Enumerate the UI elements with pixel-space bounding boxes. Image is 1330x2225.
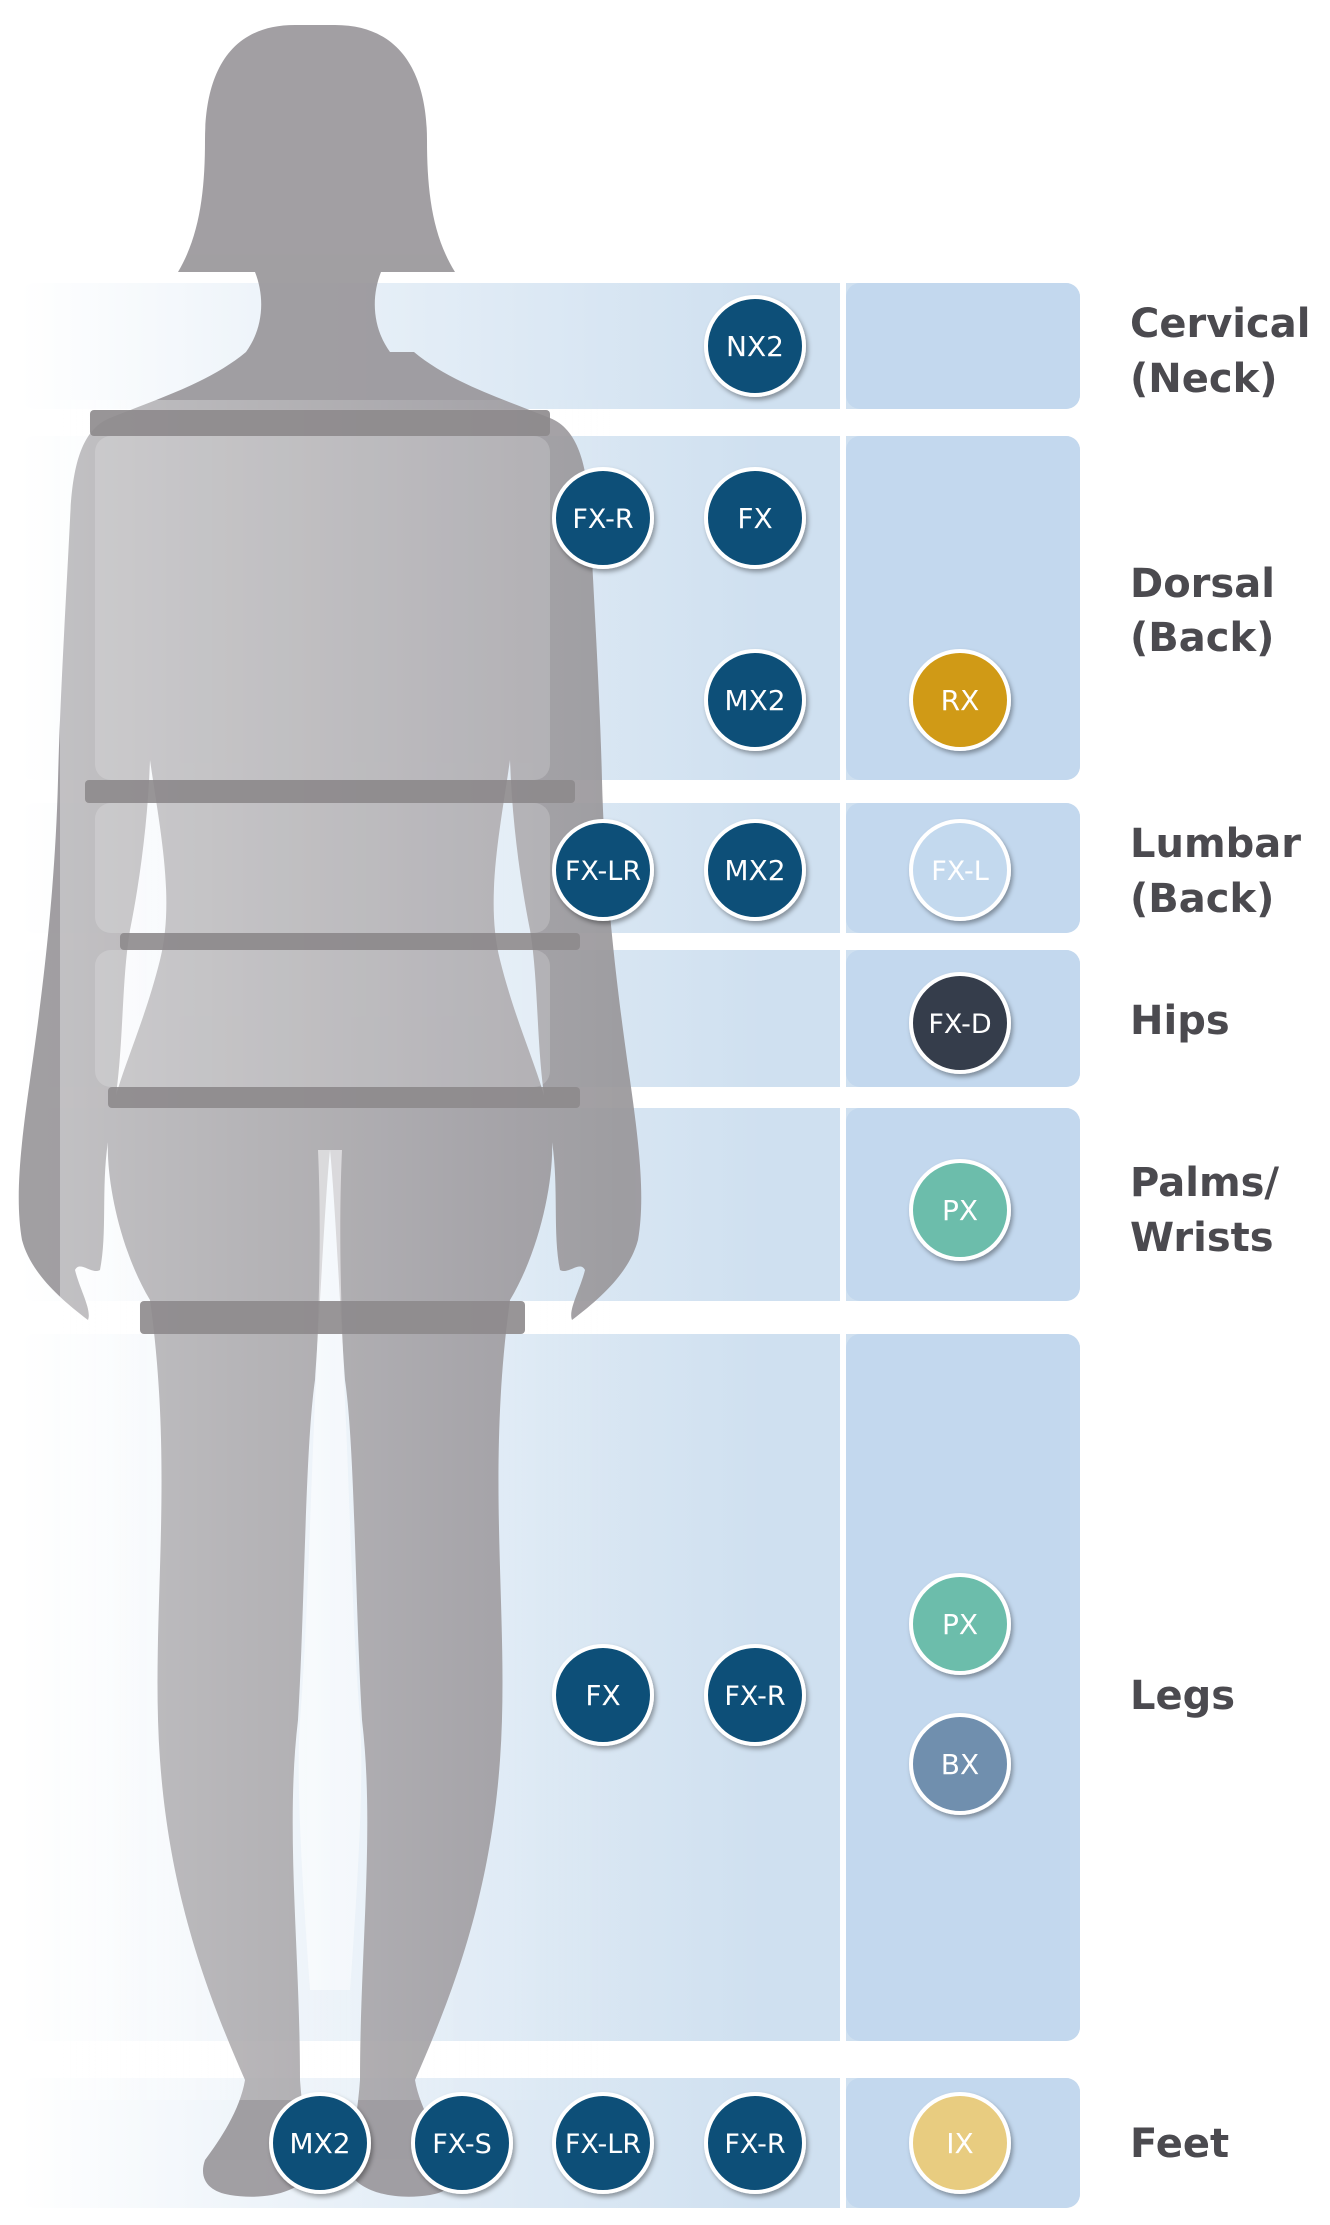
badge-dorsal-fx-1-label: FX — [737, 502, 772, 535]
badge-feet-ix-right-0-label: IX — [946, 2127, 973, 2160]
region-label-cervical-line-1: (Neck) — [1130, 356, 1277, 402]
badge-legs-fx-0-label: FX — [585, 1679, 620, 1712]
badge-palms-px-right-0[interactable]: PX — [909, 1159, 1011, 1261]
badge-feet-mx2-0-label: MX2 — [289, 2127, 350, 2160]
badge-legs-fx-r-1[interactable]: FX-R — [704, 1644, 806, 1746]
region-label-palms-line-0: Palms/ — [1130, 1160, 1279, 1206]
region-label-dorsal-line-1: (Back) — [1130, 615, 1274, 661]
region-label-dorsal-line-0: Dorsal — [1130, 561, 1275, 607]
badge-feet-fx-lr-2-label: FX-LR — [565, 2129, 641, 2160]
column-divider — [840, 270, 846, 2220]
region-label-dorsal: Dorsal (Back) — [1130, 561, 1275, 661]
badge-feet-fx-r-3-label: FX-R — [724, 2129, 785, 2160]
badge-dorsal-fx-1[interactable]: FX — [704, 467, 806, 569]
region-label-cervical: Cervical (Neck) — [1130, 301, 1310, 402]
badge-feet-mx2-0-circle — [269, 2092, 371, 2194]
badge-lumbar-fx-lr-0-circle — [552, 819, 654, 921]
badge-dorsal-fx-r-0-label: FX-R — [572, 504, 633, 535]
badge-feet-mx2-0[interactable]: MX2 — [269, 2092, 371, 2194]
badge-legs-bx-right-1[interactable]: BX — [909, 1713, 1011, 1815]
badge-legs-fx-r-1-label: FX-R — [724, 1681, 785, 1712]
badge-dorsal-rx-right-0[interactable]: RX — [909, 649, 1011, 751]
badge-lumbar-fx-l-right-0-circle — [909, 819, 1011, 921]
region-label-feet: Feet — [1130, 2121, 1229, 2167]
badge-legs-px-right-0-circle — [909, 1573, 1011, 1675]
badge-dorsal-mx2-2-label: MX2 — [724, 684, 785, 717]
badge-dorsal-fx-1-circle — [704, 467, 806, 569]
badge-legs-px-right-0-label: PX — [942, 1608, 978, 1641]
badge-feet-ix-right-0-circle — [909, 2092, 1011, 2194]
region-label-feet-line-0: Feet — [1130, 2121, 1229, 2167]
badge-dorsal-mx2-2-circle — [704, 649, 806, 751]
body-section-overlays — [95, 436, 550, 1087]
badge-feet-fx-s-1[interactable]: FX-S — [411, 2092, 513, 2194]
badge-dorsal-fx-r-0[interactable]: FX-R — [552, 467, 654, 569]
badge-legs-fx-r-1-circle — [704, 1644, 806, 1746]
badge-cervical-nx2-0-label: NX2 — [726, 330, 784, 363]
badge-hips-fx-d-right-0-label: FX-D — [928, 1009, 991, 1040]
badge-cervical-nx2-0-circle — [704, 295, 806, 397]
band-separators — [85, 410, 580, 1334]
badge-hips-fx-d-right-0[interactable]: FX-D — [909, 972, 1011, 1074]
region-label-palms: Palms/Wrists — [1130, 1160, 1279, 1261]
feet-shape — [202, 2080, 458, 2197]
badge-lumbar-fx-lr-0[interactable]: FX-LR — [552, 819, 654, 921]
badge-feet-fx-r-3[interactable]: FX-R — [704, 2092, 806, 2194]
region-labels: Cervical (Neck) Dorsal (Back) Lumbar (Back) Hi… — [1130, 301, 1310, 2167]
region-label-lumbar-line-1: (Back) — [1130, 876, 1274, 922]
badge-legs-bx-right-1-label: BX — [941, 1748, 979, 1781]
badge-palms-px-right-0-label: PX — [942, 1194, 978, 1227]
badge-hips-fx-d-right-0-circle — [909, 972, 1011, 1074]
badge-legs-px-right-0[interactable]: PX — [909, 1573, 1011, 1675]
badge-feet-ix-right-0[interactable]: IX — [909, 2092, 1011, 2194]
badge-legs-fx-0-circle — [552, 1644, 654, 1746]
badge-legs-fx-0[interactable]: FX — [552, 1644, 654, 1746]
panel-cervical — [20, 283, 1080, 409]
region-label-legs-line-0: Legs — [1130, 1673, 1235, 1719]
badge-feet-fx-r-3-circle — [704, 2092, 806, 2194]
badge-lumbar-mx2-1-circle — [704, 819, 806, 921]
region-label-hips-line-0: Hips — [1130, 998, 1230, 1044]
badge-lumbar-fx-lr-0-label: FX-LR — [565, 856, 641, 887]
region-label-legs: Legs — [1130, 1673, 1235, 1719]
badge-feet-fx-s-1-circle — [411, 2092, 513, 2194]
badge-lumbar-fx-l-right-0[interactable]: FX-L — [909, 819, 1011, 921]
region-label-lumbar-line-0: Lumbar — [1130, 821, 1301, 867]
head-and-hair — [178, 25, 455, 352]
region-label-lumbar: Lumbar (Back) — [1130, 821, 1301, 922]
region-label-palms-line-1: Wrists — [1130, 1215, 1274, 1261]
badge-lumbar-fx-l-right-0-label: FX-L — [931, 856, 988, 887]
badge-lumbar-mx2-1-label: MX2 — [724, 854, 785, 887]
badge-legs-bx-right-1-circle — [909, 1713, 1011, 1815]
badge-dorsal-fx-r-0-circle — [552, 467, 654, 569]
badge-cervical-nx2-0[interactable]: NX2 — [704, 295, 806, 397]
badge-feet-fx-lr-2[interactable]: FX-LR — [552, 2092, 654, 2194]
badge-dorsal-rx-right-0-label: RX — [941, 684, 980, 717]
badge-dorsal-mx2-2[interactable]: MX2 — [704, 649, 806, 751]
region-label-cervical-line-0: Cervical — [1130, 301, 1310, 347]
badge-feet-fx-s-1-label: FX-S — [432, 2129, 492, 2160]
badge-lumbar-mx2-1[interactable]: MX2 — [704, 819, 806, 921]
region-label-hips: Hips — [1130, 998, 1230, 1044]
badge-palms-px-right-0-circle — [909, 1159, 1011, 1261]
badge-feet-fx-lr-2-circle — [552, 2092, 654, 2194]
badge-dorsal-rx-right-0-circle — [909, 649, 1011, 751]
